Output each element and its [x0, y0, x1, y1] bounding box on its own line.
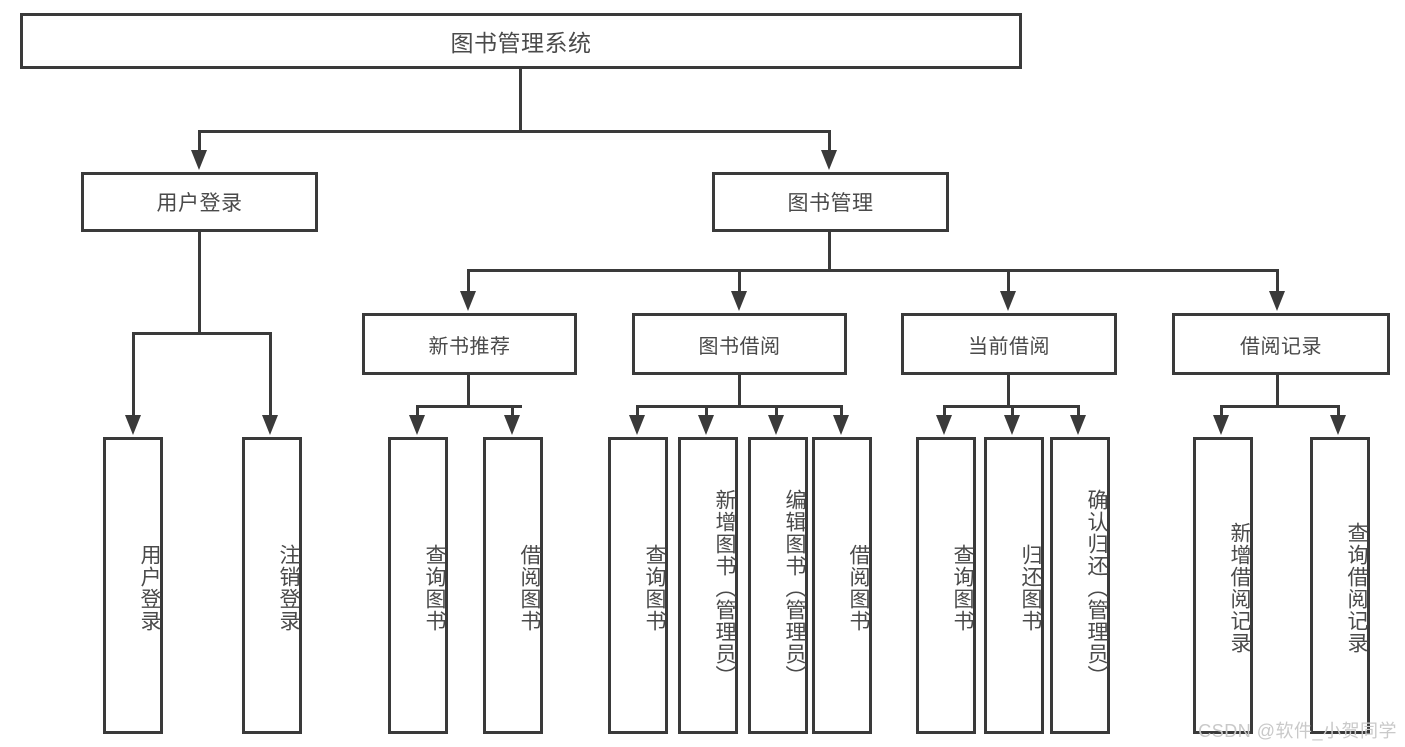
- connector-root-stem: [519, 69, 522, 132]
- node-label: 用户登录: [138, 543, 161, 632]
- node-label: 新书推荐: [428, 335, 511, 358]
- arrowhead-new-book-recommend: [460, 291, 476, 311]
- node-user-login[interactable]: 用户登录: [81, 172, 318, 232]
- connector-current-borrow-bus: [943, 405, 1078, 408]
- arrowhead-user-login: [191, 150, 207, 170]
- node-root-book-management-system[interactable]: 图书管理系统: [20, 13, 1022, 69]
- node-leaf-borrow-book-2[interactable]: 借阅图书: [812, 437, 872, 734]
- node-label: 当前借阅: [968, 335, 1050, 358]
- node-leaf-add-borrow-record[interactable]: 新增借阅记录: [1193, 437, 1253, 734]
- node-book-borrow[interactable]: 图书借阅: [632, 313, 847, 375]
- connector-new-book-bus: [416, 405, 522, 408]
- connector-bm-to-new-book: [467, 269, 470, 294]
- node-leaf-borrow-book-1[interactable]: 借阅图书: [483, 437, 543, 734]
- node-book-management[interactable]: 图书管理: [712, 172, 949, 232]
- connector-root-to-user-login: [198, 130, 201, 155]
- node-label: 确认归还（管理员）: [1085, 488, 1108, 687]
- arrowhead-leaf-query-book-1: [409, 415, 425, 435]
- node-new-book-recommend[interactable]: 新书推荐: [362, 313, 577, 375]
- connector-root-bus: [198, 130, 831, 133]
- node-leaf-query-book-1[interactable]: 查询图书: [388, 437, 448, 734]
- arrowhead-leaf-add-book: [698, 415, 714, 435]
- connector-bm-to-current-borrow: [1007, 269, 1010, 294]
- connector-book-borrow-stem: [738, 375, 741, 408]
- arrowhead-leaf-edit-book: [768, 415, 784, 435]
- connector-book-management-bus: [467, 269, 1279, 272]
- arrowhead-leaf-logout-login: [262, 415, 278, 435]
- connector-book-management-stem: [828, 232, 831, 272]
- node-leaf-add-book[interactable]: 新增图书（管理员）: [678, 437, 738, 734]
- arrowhead-leaf-query-book-3: [936, 415, 952, 435]
- connector-book-borrow-child-2: [705, 405, 708, 420]
- connector-new-book-child-2: [511, 405, 514, 420]
- node-leaf-query-book-2[interactable]: 查询图书: [608, 437, 668, 734]
- connector-new-book-child-1: [416, 405, 419, 420]
- connector-bm-to-book-borrow: [738, 269, 741, 294]
- connector-new-book-stem: [467, 375, 470, 408]
- node-label: 图书管理: [787, 192, 874, 215]
- connector-user-login-bus: [132, 332, 271, 335]
- node-borrow-record[interactable]: 借阅记录: [1172, 313, 1390, 375]
- node-label: 图书借阅: [698, 335, 781, 358]
- arrowhead-leaf-return-book: [1004, 415, 1020, 435]
- node-label: 查询图书: [423, 543, 446, 632]
- node-label: 借阅图书: [847, 543, 870, 632]
- node-label: 借阅图书: [518, 543, 541, 632]
- node-leaf-logout-login[interactable]: 注销登录: [242, 437, 302, 734]
- arrowhead-leaf-borrow-book-2: [833, 415, 849, 435]
- arrowhead-leaf-confirm-return: [1070, 415, 1086, 435]
- connector-user-login-child-1: [132, 332, 135, 420]
- node-leaf-user-login[interactable]: 用户登录: [103, 437, 163, 734]
- arrowhead-borrow-record: [1269, 291, 1285, 311]
- connector-user-login-child-2: [269, 332, 272, 420]
- node-label: 用户登录: [156, 192, 243, 215]
- arrowhead-current-borrow: [1000, 291, 1016, 311]
- arrowhead-book-borrow: [731, 291, 747, 311]
- node-leaf-query-book-3[interactable]: 查询图书: [916, 437, 976, 734]
- connector-book-borrow-child-4: [840, 405, 843, 420]
- connector-current-borrow-child-1: [943, 405, 946, 420]
- connector-current-borrow-stem: [1007, 375, 1010, 408]
- node-label: 查询图书: [951, 543, 974, 632]
- connector-borrow-record-bus: [1220, 405, 1340, 408]
- node-label: 注销登录: [277, 543, 300, 632]
- connector-book-borrow-child-1: [636, 405, 639, 420]
- connector-borrow-record-stem: [1276, 375, 1279, 408]
- node-current-borrow[interactable]: 当前借阅: [901, 313, 1117, 375]
- connector-current-borrow-child-2: [1011, 405, 1014, 420]
- connector-book-borrow-bus: [636, 405, 843, 408]
- node-label: 借阅记录: [1240, 335, 1322, 358]
- watermark-text: CSDN @软件_小贺同学: [1198, 721, 1397, 741]
- node-leaf-return-book[interactable]: 归还图书: [984, 437, 1044, 734]
- arrowhead-leaf-borrow-book-1: [504, 415, 520, 435]
- arrowhead-book-management: [821, 150, 837, 170]
- node-label: 归还图书: [1019, 543, 1042, 632]
- arrowhead-leaf-add-borrow-record: [1213, 415, 1229, 435]
- arrowhead-leaf-query-borrow-record: [1330, 415, 1346, 435]
- connector-current-borrow-child-3: [1077, 405, 1080, 420]
- node-leaf-query-borrow-record[interactable]: 查询借阅记录: [1310, 437, 1370, 734]
- connector-bm-to-borrow-record: [1276, 269, 1279, 294]
- node-label: 新增图书（管理员）: [713, 488, 736, 687]
- node-label: 编辑图书（管理员）: [783, 488, 806, 687]
- connector-root-to-book-management: [828, 130, 831, 155]
- connector-borrow-record-child-2: [1337, 405, 1340, 420]
- node-label: 图书管理系统: [450, 30, 592, 56]
- node-leaf-edit-book[interactable]: 编辑图书（管理员）: [748, 437, 808, 734]
- arrowhead-leaf-user-login: [125, 415, 141, 435]
- node-label: 查询图书: [643, 543, 666, 632]
- node-label: 查询借阅记录: [1345, 521, 1368, 654]
- connector-user-login-stem: [198, 232, 201, 335]
- node-label: 新增借阅记录: [1228, 521, 1251, 654]
- connector-borrow-record-child-1: [1220, 405, 1223, 420]
- connector-book-borrow-child-3: [775, 405, 778, 420]
- arrowhead-leaf-query-book-2: [629, 415, 645, 435]
- node-leaf-confirm-return[interactable]: 确认归还（管理员）: [1050, 437, 1110, 734]
